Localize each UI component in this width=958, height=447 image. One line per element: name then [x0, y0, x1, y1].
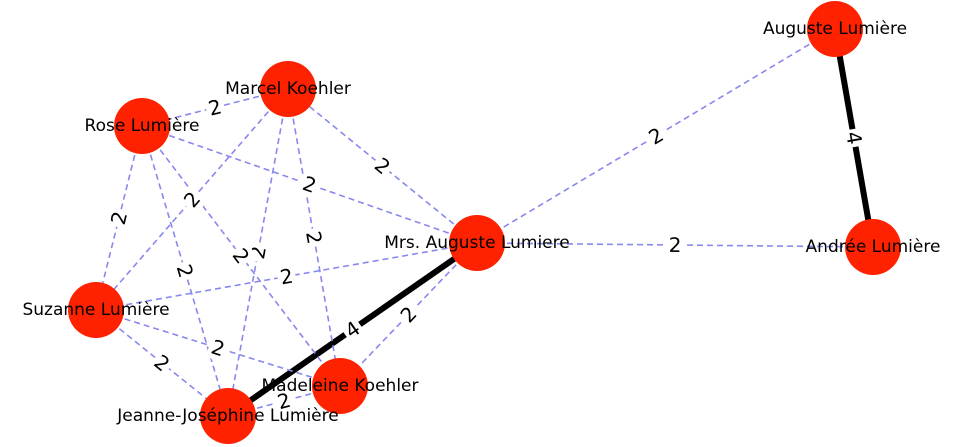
edge-label-background: [228, 244, 254, 268]
edge-weight-label: 2: [669, 233, 682, 257]
edge-label-background: [665, 232, 685, 258]
edge-mrs_auguste-rose: [141, 125, 478, 244]
edge-label-background: [205, 94, 225, 121]
edge-weight-label: 2: [206, 94, 224, 120]
edge-weight-label: 2: [106, 209, 132, 227]
edge-label-group: 2: [299, 171, 320, 198]
edge-weight-label: 2: [275, 388, 294, 414]
edge-label-group: 4: [340, 316, 364, 343]
edge-label-background: [396, 302, 421, 327]
node-label-suzanne: Suzanne Lumière: [22, 300, 169, 320]
edge-label-background: [172, 260, 198, 282]
edge-label-group: 2: [644, 122, 668, 149]
edge-suzanne-madeleine: [95, 309, 341, 387]
node-suzanne: [68, 282, 124, 338]
node-label-marcel: Marcel Koehler: [225, 79, 351, 99]
node-auguste: [807, 1, 863, 57]
node-label-andree: Andrée Lumière: [806, 237, 941, 257]
edge-label-group: 2: [179, 187, 205, 212]
node-label-jeanne: Jeanne-Joséphine Lumière: [116, 406, 338, 426]
edge-label-group: 2: [172, 260, 198, 282]
edge-mrs_auguste-andree: [476, 242, 874, 248]
edge-label-background: [106, 208, 132, 228]
node-label-rose: Rose Lumière: [85, 116, 200, 136]
edge-label-background: [150, 350, 174, 376]
edge-label-group: 2: [205, 94, 225, 121]
edge-label-background: [301, 227, 327, 248]
node-label-madeleine: Madeleine Koehler: [262, 376, 419, 396]
edge-label-group: 2: [665, 232, 685, 258]
node-label-mrs_auguste: Mrs. Auguste Lumiere: [384, 233, 569, 253]
edge-mrs_auguste-madeleine: [339, 242, 478, 387]
edge-label-background: [179, 187, 205, 212]
edge-marcel-suzanne: [95, 88, 289, 311]
edge-label-group: 2: [301, 227, 327, 248]
node-jeanne: [200, 388, 256, 444]
node-andree: [845, 219, 901, 275]
edge-label-group: 2: [276, 263, 297, 290]
edge-label-background: [299, 171, 320, 198]
edge-label-background: [276, 263, 297, 290]
node-rose: [114, 98, 170, 154]
edge-label-background: [841, 128, 867, 148]
edge-label-background: [207, 335, 229, 361]
edge-marcel-jeanne: [227, 88, 289, 417]
node-marcel: [260, 61, 316, 117]
edge-label-background: [273, 388, 295, 414]
node-label-auguste: Auguste Lumière: [763, 19, 907, 39]
edge-label-background: [341, 317, 364, 342]
edge-label-group: 2: [273, 388, 295, 414]
edge-label-group: 4: [841, 128, 867, 148]
edge-label-group: 2: [106, 208, 132, 228]
edge-label-background: [370, 153, 395, 179]
edge-label-background: [644, 123, 668, 149]
nodes-layer: [68, 1, 901, 444]
edge-weight-label: 2: [301, 229, 327, 246]
edge-weight-label: 2: [278, 264, 295, 290]
edge-label-group: 2: [207, 335, 229, 361]
node-mrs_auguste: [449, 215, 505, 271]
edge-label-group: 2: [370, 153, 395, 180]
edge-label-group: 2: [150, 350, 175, 377]
node-madeleine: [312, 358, 368, 414]
edge-weight-label: 4: [841, 130, 867, 147]
